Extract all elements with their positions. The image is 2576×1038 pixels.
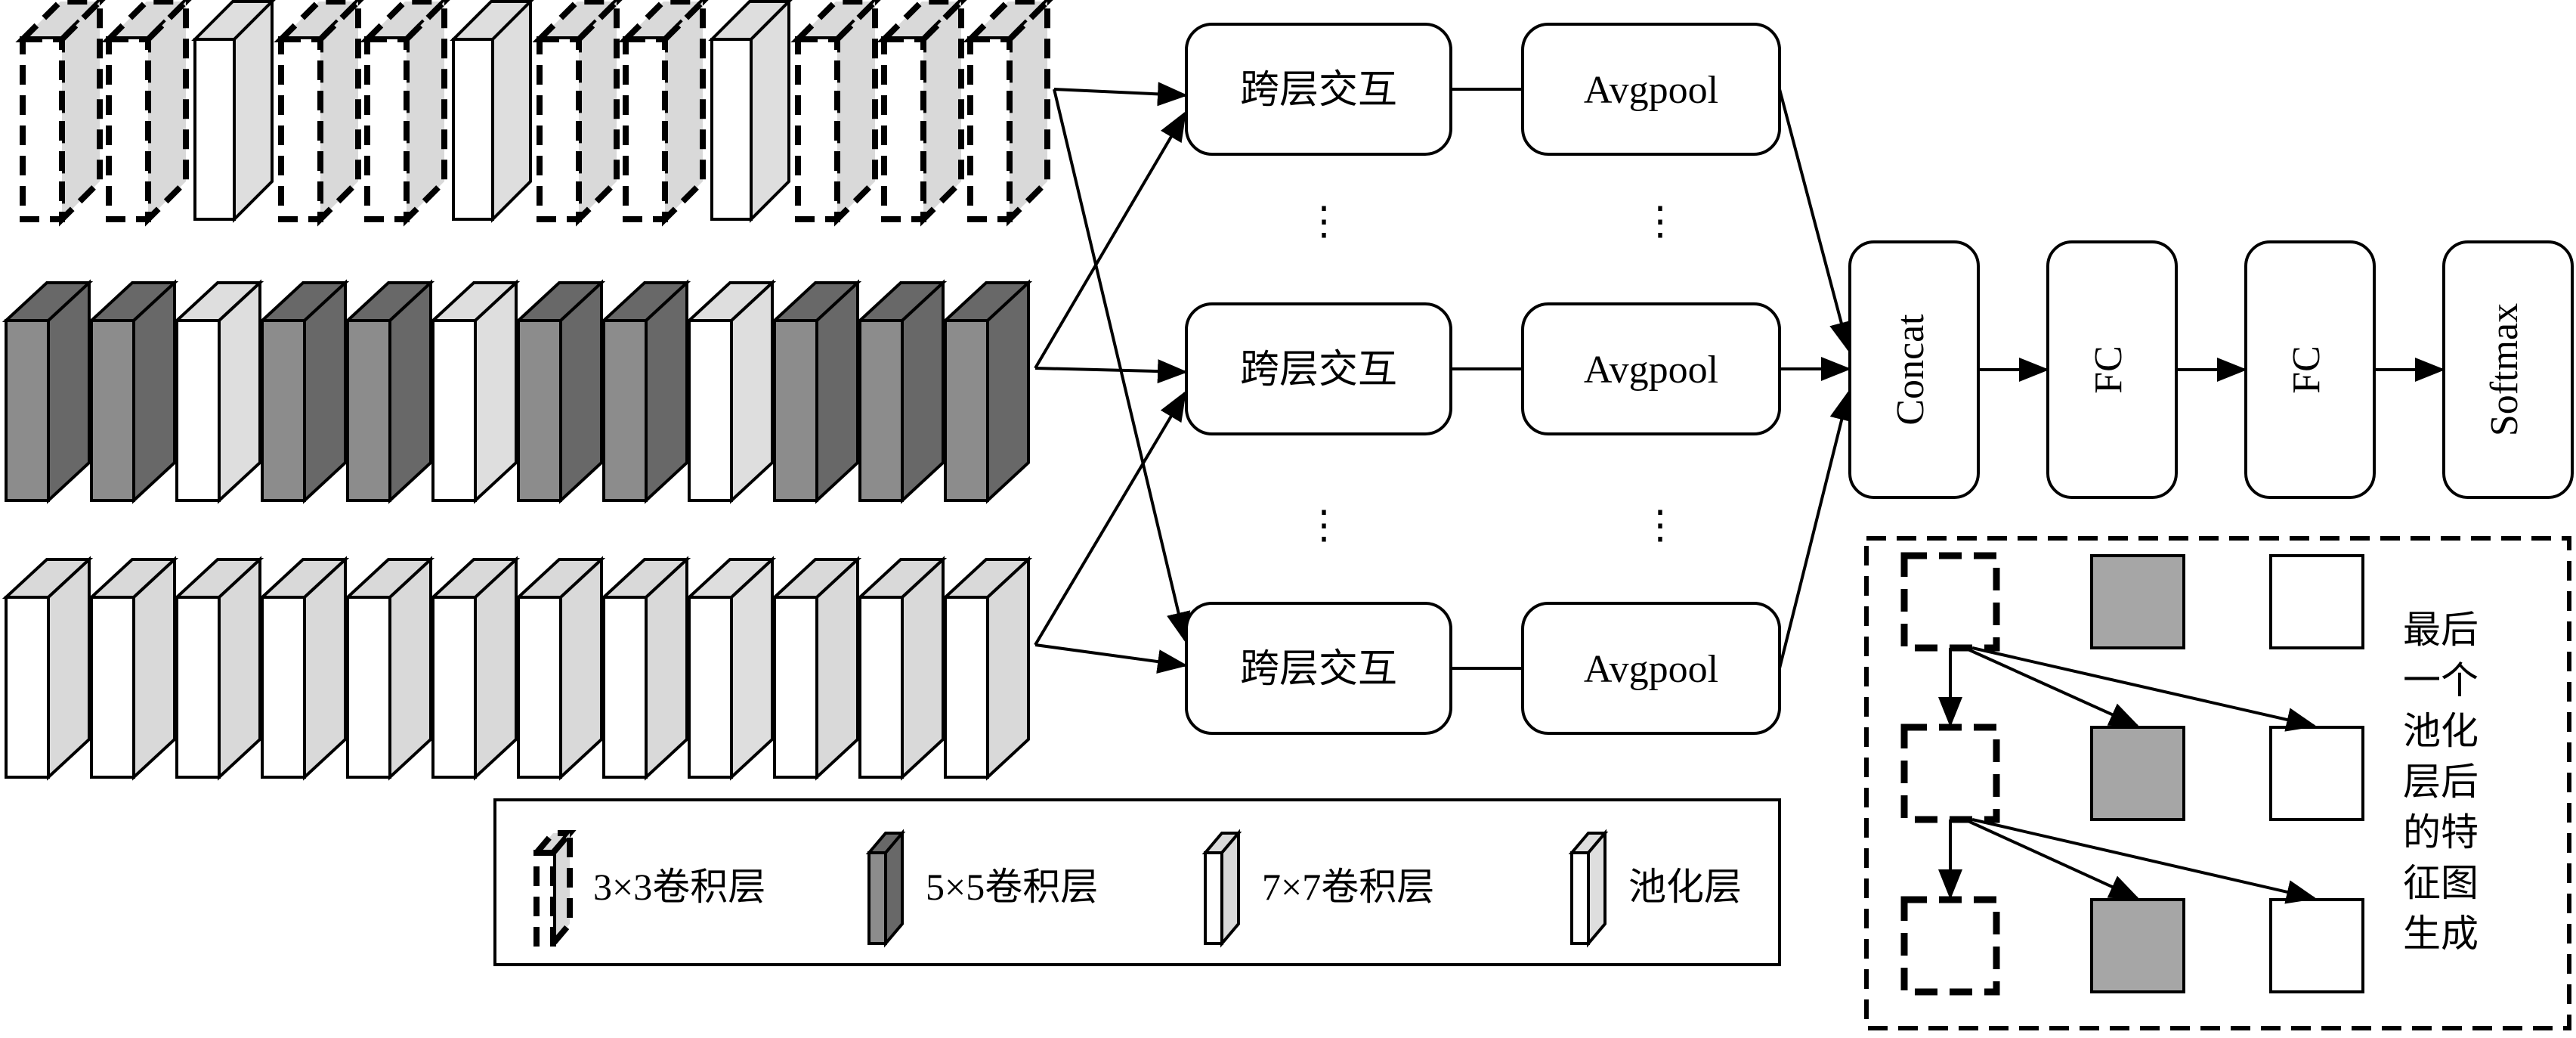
fc1-node: FC — [2046, 240, 2178, 499]
conv5-layer-block — [87, 279, 179, 504]
conv5-layer-block — [343, 279, 435, 504]
concat-node: Concat — [1848, 240, 1980, 499]
cross-layer-label: 跨层交互 — [1240, 349, 1397, 392]
legend-label-conv3: 3×3卷积层 — [593, 866, 765, 908]
conv3-layer-block — [877, 0, 967, 227]
fc2-node: FC — [2244, 240, 2376, 499]
pool-layer-block — [172, 279, 264, 504]
legend-label-conv7: 7×7卷积层 — [1262, 866, 1434, 908]
cross-layer-label: 跨层交互 — [1240, 69, 1397, 112]
concat-label: Concat — [1889, 314, 1932, 426]
interaction-to-avgpool-lines — [1451, 88, 1523, 670]
conv3-layer-block — [360, 0, 450, 227]
feature-map-generation-panel: 最后 一个 池化 层后 的特 征图 生成 — [1864, 536, 2571, 1030]
white-square — [2269, 726, 2364, 821]
avgpool-node-1: Avgpool — [1521, 23, 1781, 156]
pool-layer-block — [191, 0, 276, 223]
conv5-layer-block — [770, 279, 862, 504]
conv3-layer-block — [618, 0, 709, 227]
cross-layer-node-2: 跨层交互 — [1185, 302, 1452, 435]
grey-square — [2090, 726, 2185, 821]
avgpool-label: Avgpool — [1584, 349, 1718, 392]
conv7-layer-block — [1201, 829, 1242, 948]
pool-layer-block — [708, 0, 793, 223]
avgpool-node-3: Avgpool — [1521, 602, 1781, 735]
conv7-layer-block — [2, 556, 94, 781]
ellipsis-marker: ⋮ — [1304, 200, 1344, 243]
white-square — [2269, 898, 2364, 993]
conv5-layer-block — [2, 279, 94, 504]
softmax-node: Softmax — [2442, 240, 2574, 499]
conv3-layer-block — [963, 0, 1053, 227]
conv3-layer-block — [532, 0, 623, 227]
dashed-square — [1900, 724, 2000, 823]
side-caption-line: 的特 — [2403, 811, 2479, 854]
cross-layer-node-3: 跨层交互 — [1185, 602, 1452, 735]
avgpool-label: Avgpool — [1584, 648, 1718, 691]
fc1-label: FC — [2087, 345, 2130, 394]
row-conv3-stack — [15, 0, 1053, 227]
conv7-layer-block — [172, 556, 264, 781]
dashed-square — [1900, 896, 2000, 996]
dashed-square — [1900, 552, 2000, 652]
conv5-layer-block — [599, 279, 691, 504]
row-conv7-stack — [2, 556, 1033, 781]
cross-layer-label: 跨层交互 — [1240, 648, 1397, 691]
pool-layer-block — [685, 556, 777, 781]
pool-layer-block — [450, 0, 534, 223]
side-caption-line: 征图 — [2403, 862, 2479, 904]
avgpool-node-2: Avgpool — [1521, 302, 1781, 435]
feature-map-arrows — [1938, 646, 2317, 904]
conv3-layer-block — [15, 0, 106, 227]
side-caption-line: 生成 — [2403, 913, 2479, 955]
conv5-layer-block — [258, 279, 350, 504]
side-caption: 最后 一个 池化 层后 的特 征图 生成 — [2403, 609, 2479, 955]
conv7-layer-block — [428, 556, 521, 781]
cross-layer-node-1: 跨层交互 — [1185, 23, 1452, 156]
conv7-layer-block — [343, 556, 435, 781]
white-square — [2269, 554, 2364, 649]
pool-layer-block — [1568, 829, 1609, 948]
conv5-layer-block — [941, 279, 1033, 504]
conv5-layer-block — [855, 279, 948, 504]
pool-layer-block — [685, 279, 777, 504]
conv3-layer-block — [530, 825, 577, 952]
ellipsis-marker: ⋮ — [1304, 504, 1344, 547]
softmax-label: Softmax — [2483, 303, 2526, 436]
conv7-layer-block — [87, 556, 179, 781]
conv3-layer-block — [790, 0, 881, 227]
pool-layer-block — [428, 279, 521, 504]
avgpool-label: Avgpool — [1584, 69, 1718, 112]
ellipsis-marker: ⋮ — [1641, 504, 1680, 547]
conv7-layer-block — [855, 556, 948, 781]
stack-to-interaction-arrows — [1034, 82, 1191, 674]
conv5-layer-block — [865, 829, 906, 948]
side-caption-line: 池化 — [2403, 710, 2479, 752]
conv3-layer-block — [274, 0, 364, 227]
ellipsis-marker: ⋮ — [1641, 200, 1680, 243]
fc2-label: FC — [2285, 345, 2328, 394]
grey-square — [2090, 554, 2185, 649]
legend-label-pool: 池化层 — [1628, 866, 1742, 908]
conv7-layer-block — [514, 556, 606, 781]
side-caption-line: 最后 — [2403, 609, 2479, 651]
avgpool-to-concat-arrows — [1778, 88, 1854, 669]
side-caption-line: 层后 — [2403, 761, 2479, 803]
conv3-layer-block — [101, 0, 192, 227]
conv7-layer-block — [258, 556, 350, 781]
row-conv5-stack — [2, 279, 1033, 504]
legend-label-conv5: 5×5卷积层 — [926, 866, 1098, 908]
legend: 3×3卷积层 5×5卷积层 7×7卷积层 池化层 — [493, 798, 1781, 966]
conv7-layer-block — [599, 556, 691, 781]
side-caption-line: 一个 — [2403, 659, 2479, 702]
grey-square — [2090, 898, 2185, 993]
conv7-layer-block — [770, 556, 862, 781]
conv7-layer-block — [941, 556, 1033, 781]
conv5-layer-block — [514, 279, 606, 504]
